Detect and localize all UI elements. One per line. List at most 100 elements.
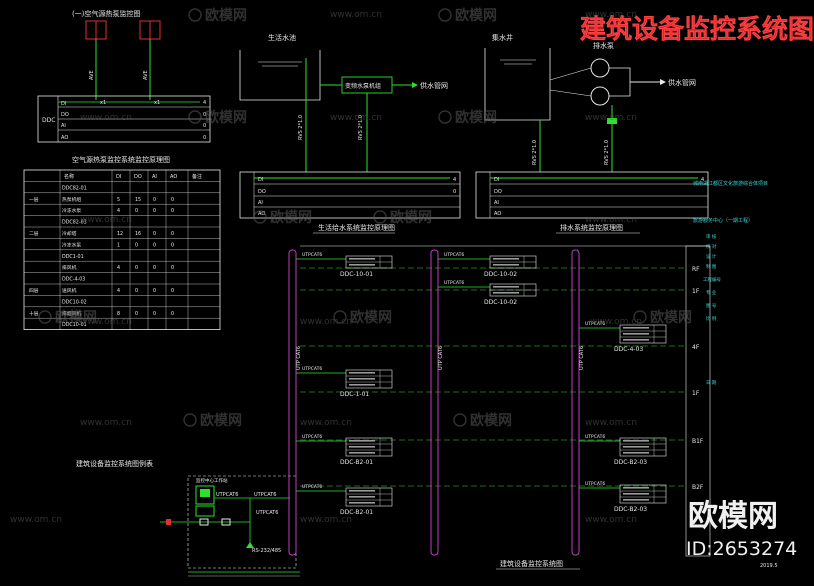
watermark-brand: 欧模网 xyxy=(200,412,242,429)
table-cell: 0 xyxy=(171,208,174,214)
watermark-brand: 欧模网 xyxy=(350,309,392,326)
watermark-brand: 欧模网 xyxy=(270,209,312,226)
table-cell: 0 xyxy=(153,242,156,248)
watermark-site: www.om.cn xyxy=(80,10,132,20)
table-cell: 0 xyxy=(153,231,156,237)
table-cell: 冷冻水泵 xyxy=(62,241,81,248)
table-cell: 排烟风机 xyxy=(62,310,81,317)
pump-box-label: 变频水泵机组 xyxy=(345,82,381,90)
table-cell: 15 xyxy=(135,197,141,203)
title-block-note: 设 计 xyxy=(706,253,717,260)
table-cell: 0 xyxy=(135,265,138,271)
utp-label-b: UTPCAT6 xyxy=(254,492,277,498)
table-cell: 冷冻水泵 xyxy=(62,207,81,214)
table-header-cell: 备注 xyxy=(192,173,202,180)
watermark-site: www.om.cn xyxy=(300,317,352,327)
table-cell: 一层 xyxy=(29,197,39,203)
table-cell: 十层 xyxy=(29,310,39,317)
svg-text:AVE: AVE xyxy=(143,70,149,80)
ddc-label: DDC-10-02 xyxy=(484,271,517,278)
top-left-caption: (一)空气源热泵监控图 xyxy=(72,9,140,18)
tl-tag-di: DI xyxy=(61,101,66,107)
rs-label: RS-232/485 xyxy=(252,548,281,554)
watermark-site: www.om.cn xyxy=(585,10,637,20)
svg-text:AO: AO xyxy=(258,211,265,217)
watermark-site: www.om.cn xyxy=(10,515,62,525)
utp-label-a: UTPCAT6 xyxy=(216,492,239,498)
table-cell: DDC1-01 xyxy=(62,254,84,260)
watermark-brand: 欧模网 xyxy=(205,109,247,126)
floor-label: B2F xyxy=(692,484,704,491)
table-cell: 8 xyxy=(117,311,120,317)
table-cell: 四层 xyxy=(29,288,39,294)
svg-text:RVS 2*1.0: RVS 2*1.0 xyxy=(298,115,304,140)
watermark-site: www.om.cn xyxy=(585,113,637,123)
table-cell: 4 xyxy=(117,265,120,271)
table-cell: 0 xyxy=(171,197,174,203)
title-block-note: 城南湖江都区文化旅游综合体项目 xyxy=(693,180,768,187)
title-block-note: 工程编号 xyxy=(703,276,721,283)
svg-text:0: 0 xyxy=(203,123,206,129)
table-header-cell: AI xyxy=(152,174,157,180)
watermark-site: www.om.cn xyxy=(80,113,132,123)
system-diagram: 生活给水系统监控原理图 排水系统监控原理图 建筑设备监控系统图 RF1F4F1F… xyxy=(288,223,778,570)
drawing-title: 建筑设备监控系统图 xyxy=(580,14,814,45)
legend-title: 建筑设备监控系统图例表 xyxy=(76,459,153,468)
watermark-site: www.om.cn xyxy=(330,113,382,123)
watermark-site: www.om.cn xyxy=(585,418,637,428)
watermark-site: www.om.cn xyxy=(585,215,637,225)
ddc-utp-label: UTPCAT6 xyxy=(302,434,322,440)
svg-text:DI: DI xyxy=(494,177,499,183)
table-cell: DDC-4-03 xyxy=(62,277,85,283)
water-supply-label: 供水管网 xyxy=(420,81,448,90)
floor-label: B1F xyxy=(692,438,704,445)
table-cell: DDC10-01 xyxy=(62,322,87,328)
ddc-utp-label: UTPCAT6 xyxy=(444,252,464,258)
table-cell: 0 xyxy=(153,197,156,203)
foot-date: 2019.5 xyxy=(760,563,778,569)
svg-text:DO: DO xyxy=(258,189,266,195)
table-cell: 12 xyxy=(117,231,123,237)
table-cell: 0 xyxy=(153,208,156,214)
table-cell: 0 xyxy=(153,311,156,317)
ddc-label: DDC-B2-03 xyxy=(614,506,647,513)
svg-text:RVS 2*1.0: RVS 2*1.0 xyxy=(604,140,610,165)
pump-label: 排水泵 xyxy=(593,41,614,50)
sump-supply-label: 供水管网 xyxy=(668,78,696,87)
ddc-utp-label: UTPCAT6 xyxy=(585,434,605,440)
riser-label-a: UTP CAT6 xyxy=(296,346,302,370)
table-cell: 0 xyxy=(171,265,174,271)
left-system-title: 生活给水系统监控原理图 xyxy=(318,223,395,232)
right-system-title: 排水系统监控原理图 xyxy=(560,223,623,232)
table-cell: 4 xyxy=(117,288,120,294)
watermark-brand: 欧模网 xyxy=(390,209,432,226)
table-header-cell: AO xyxy=(170,174,177,180)
sump-block: 集水井 排水泵 供水管网 RVS 2*1.0 RVS 2*1.0 DI DO A… xyxy=(475,33,709,219)
table-cell: 0 xyxy=(135,311,138,317)
ddc-utp-label: UTPCAT6 xyxy=(302,484,322,490)
title-block-note: 旅游服务中心（一期工程） xyxy=(693,217,753,224)
svg-text:0: 0 xyxy=(203,135,206,141)
utp-label-c: UTPCAT6 xyxy=(256,510,279,516)
table-cell: 0 xyxy=(171,231,174,237)
ddc-utp-label: UTPCAT6 xyxy=(444,280,464,286)
watermark-site: www.om.cn xyxy=(80,418,132,428)
ddc-label: DDC-B2-01 xyxy=(340,509,373,516)
tl-tag-ao: AO xyxy=(61,135,68,141)
watermark-brand: 欧模网 xyxy=(205,7,247,24)
table-header-cell: DO xyxy=(134,174,142,180)
title-block-note: 制 图 xyxy=(706,263,717,270)
svg-text:0: 0 xyxy=(453,189,456,195)
bottom-system-title: 建筑设备监控系统图 xyxy=(500,559,563,568)
svg-text:x1: x1 xyxy=(154,100,160,106)
ddc-utp-label: UTPCAT6 xyxy=(302,366,322,372)
ddc-label: DDC-10-01 xyxy=(340,271,373,278)
ddc-label: DDC-1-01 xyxy=(340,391,369,398)
table-cell: 0 xyxy=(135,242,138,248)
svg-text:4: 4 xyxy=(701,177,704,183)
top-left-block: (一)空气源热泵监控图 AVE AVE DDC DI DO AI AO x1 x… xyxy=(37,9,211,143)
legend-block: 建筑设备监控系统图例表 监控中心工作站 UTPCAT6 UTPCAT6 UTPC… xyxy=(76,459,300,577)
